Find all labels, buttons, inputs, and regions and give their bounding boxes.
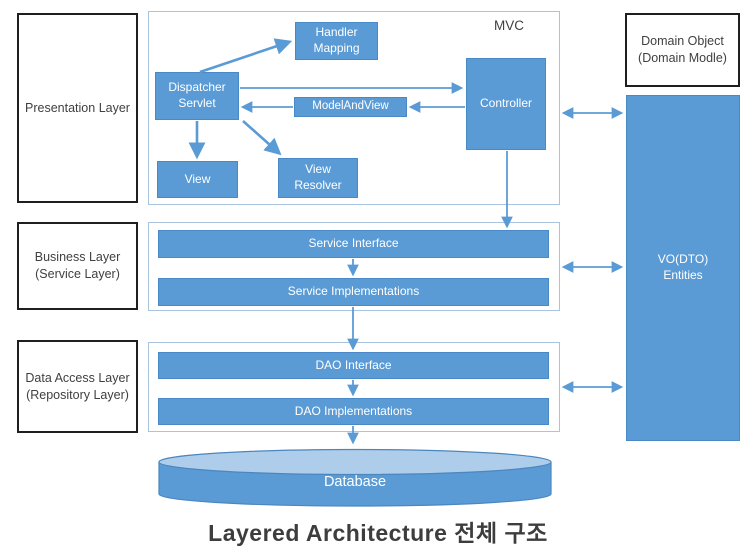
node-model-and-view: ModelAndView: [294, 97, 407, 117]
cylinder-top: [158, 448, 552, 476]
node-view-resolver: View Resolver: [278, 158, 358, 198]
data-access-layer-box: Data Access Layer (Repository Layer): [17, 340, 138, 433]
node-service-interface: Service Interface: [158, 230, 549, 258]
diagram-caption: Layered Architecture 전체 구조: [208, 520, 548, 546]
domain-object-box: Domain Object (Domain Modle): [625, 13, 740, 87]
business-layer-box: Business Layer (Service Layer): [17, 222, 138, 310]
mvc-label: MVC: [494, 18, 524, 33]
presentation-layer-box: Presentation Layer: [17, 13, 138, 203]
node-handler-mapping: Handler Mapping: [295, 22, 378, 60]
database-label: Database: [324, 474, 386, 490]
node-controller: Controller: [466, 58, 546, 150]
node-dao-implementations: DAO Implementations: [158, 398, 549, 425]
node-dispatcher-servlet: Dispatcher Servlet: [155, 72, 239, 120]
node-view: View: [157, 161, 238, 198]
node-dao-interface: DAO Interface: [158, 352, 549, 379]
cylinder-body: [158, 449, 552, 507]
database-cylinder: Database: [158, 448, 552, 507]
node-service-implementations: Service Implementations: [158, 278, 549, 306]
node-vo-dto-entities: VO(DTO) Entities: [626, 95, 740, 441]
